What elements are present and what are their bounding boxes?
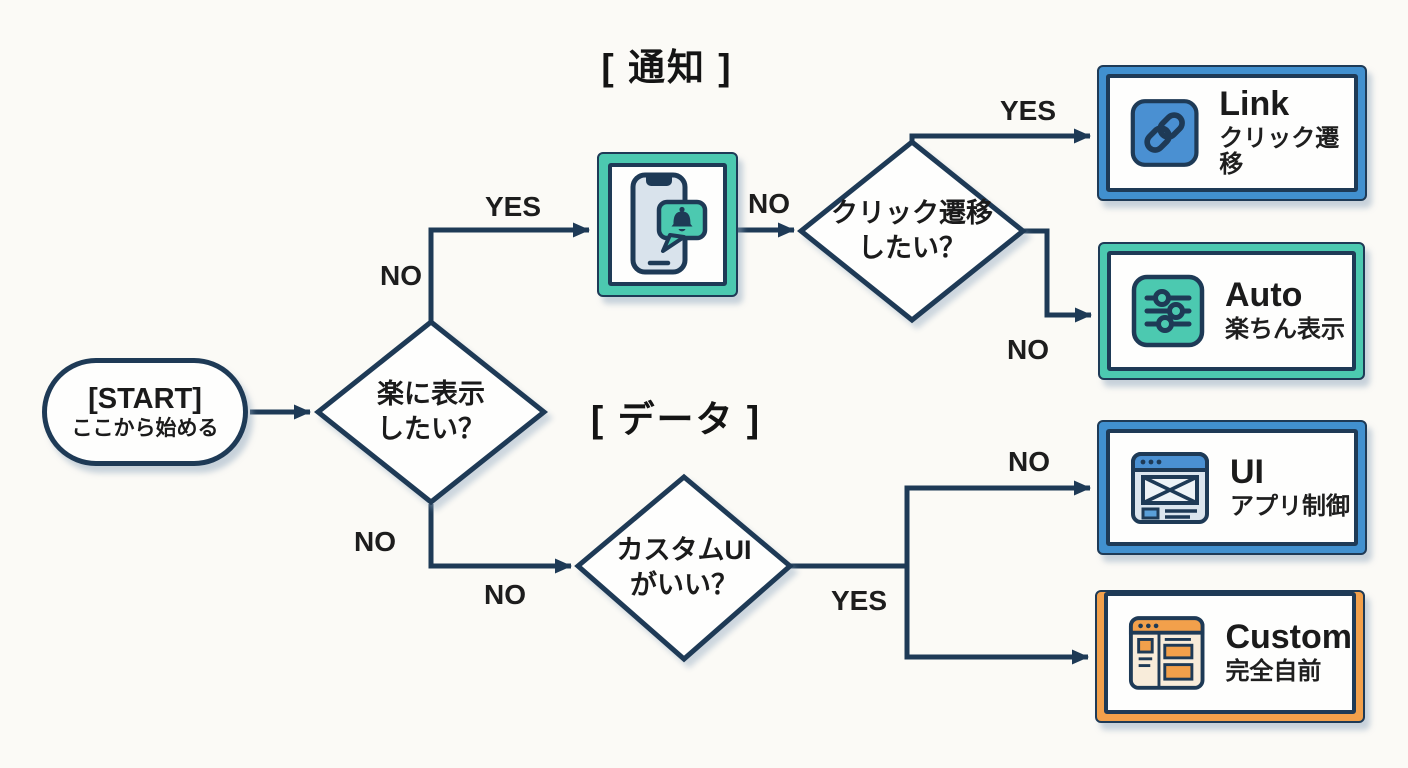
result-box-custom-inner: Custom 完全自前 [1104,592,1356,714]
edge-customui-no-to-ui [904,480,1091,569]
edge-label-click-yes: YES [999,95,1057,126]
result-custom-text: Custom 完全自前 [1225,620,1352,685]
decision-customui-line2: がいい？ [630,570,738,600]
edge-label-customui-no: NO [1008,446,1050,477]
edge-label-customui-yes: YES [830,585,888,616]
phone-notification-icon [630,172,707,274]
edge-label-easy-no-bottom: NO [484,579,526,610]
section-label-data: [ データ ] [590,399,762,440]
result-box-link: Link クリック遷移 [1097,65,1367,201]
result-auto-title: Auto [1225,276,1303,315]
decision-easy-line1: 楽に表示 [377,378,485,409]
edge-label-click-no: NO [1007,334,1049,365]
edge-click-yes-to-link [909,128,1091,145]
decision-easy-display-label: 楽に表示 したい？ [377,377,485,447]
start-node-title: [START] [88,382,202,415]
decision-custom-ui-label: カスタムUI がいい？ [617,533,752,603]
browser-layout-icon [1128,616,1205,690]
result-ui-text: UI アプリ制御 [1230,452,1350,520]
phone-notification-box [597,152,738,297]
edge-label-easy-no-upper: NO [380,260,422,291]
result-link-title: Link [1219,85,1290,124]
edge-label-phone-no: NO [748,188,790,219]
result-box-ui: UI アプリ制御 [1097,420,1367,555]
edge-easy-yes-to-phone [428,222,590,324]
edge-label-easy-yes: YES [484,191,542,222]
result-box-custom: Custom 完全自前 [1095,590,1365,723]
result-box-link-inner: Link クリック遷移 [1106,74,1358,192]
start-node-subtitle: ここから始める [71,417,219,441]
section-label-notification: [ 通知 ] [601,47,733,88]
result-box-auto-inner: Auto 楽ちん表示 [1107,251,1356,371]
decision-customui-line1: カスタムUI [616,534,752,565]
result-custom-title: Custom [1225,618,1352,657]
decision-click-transition-label: クリック遷移 したい？ [831,196,993,266]
result-ui-title: UI [1230,452,1264,491]
result-auto-text: Auto 楽ちん表示 [1225,278,1345,343]
decision-click-line1: クリック遷移 [831,197,993,228]
decision-custom-ui [574,473,794,663]
browser-wireframe-icon [1131,451,1209,524]
result-box-ui-inner: UI アプリ制御 [1106,429,1358,546]
result-link-subtitle: クリック遷移 [1219,124,1340,179]
edge-customui-yes-to-custom [904,563,1089,665]
result-auto-subtitle: 楽ちん表示 [1225,316,1345,344]
result-custom-subtitle: 完全自前 [1225,658,1322,686]
result-box-auto: Auto 楽ちん表示 [1098,242,1365,380]
start-node: [START] ここから始める [42,358,248,466]
decision-easy-display [313,318,549,506]
phone-notification-box-inner [608,163,727,286]
link-icon [1130,99,1199,167]
edge-label-easy-no-lower: NO [354,526,396,557]
decision-click-transition [797,138,1027,324]
edge-easy-no-to-customui [428,504,572,574]
decision-click-line2: したい？ [858,233,966,263]
sliders-icon [1131,274,1205,348]
edge-click-no-to-auto [1021,228,1092,323]
decision-easy-line2: したい？ [377,414,485,444]
result-link-text: Link クリック遷移 [1219,87,1354,178]
result-ui-subtitle: アプリ制御 [1230,492,1350,520]
